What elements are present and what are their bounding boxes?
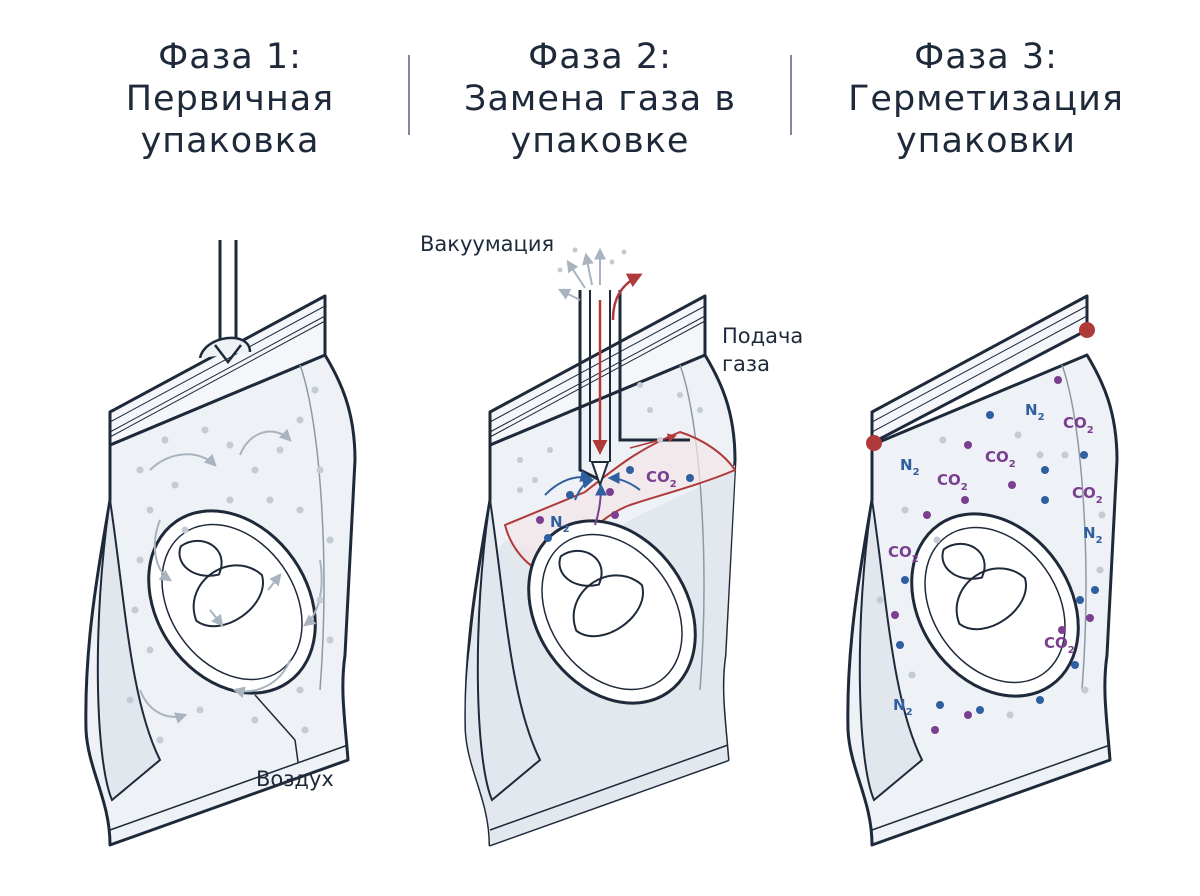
phase-3-name-line-2: упаковки [895,121,1077,161]
gas-feed-arrow-out [611,273,643,321]
phase-3-name-line-1: Герметизация [848,79,1124,119]
phase-3-title: Фаза 3: Герметизация упаковки [806,36,1166,162]
gas-feed-label-line-1: Подача [722,324,804,348]
meat-1 [147,509,317,695]
meat-3 [910,512,1080,698]
co2-label-bag3-c: CO2 [937,471,968,493]
gas-feed-label-line-2: газа [722,352,770,376]
seal-point-right [1079,322,1095,338]
vacuum-arrow-1 [566,259,586,289]
bag-phase-3: N2 CO2 CO2 CO2 N2 CO2 N2 CO2 CO2 N2 [846,294,1119,847]
phase-separator-1 [408,55,410,135]
phase-2-name-line-1: Замена газа в [464,79,736,119]
vacuum-arrow-4 [557,288,581,301]
phase-1-name-line-2: упаковка [140,121,320,161]
phase-1-name-line-1: Первичная [125,79,335,119]
co2-label-bag3-e: CO2 [888,543,919,565]
phase-separator-2 [790,55,792,135]
co2-label-bag3-a: CO2 [1063,414,1094,436]
meat-2 [527,519,697,705]
phase-2-number: Фаза 2: [528,37,672,77]
phase-2-name-line-2: упаковке [510,121,690,161]
bag-1-left-gusset [96,499,162,802]
bag-phase-1 [84,240,357,847]
gas-feed-label: Подача газа [722,322,803,378]
seal-point-left [866,435,882,451]
co2-label-bag2: CO2 [646,468,677,490]
phase-2-title: Фаза 2: Замена газа в упаковке [420,36,780,162]
n2-label-bag2: N2 [550,513,570,535]
vacuum-label: Вакуумация [420,232,555,256]
vacuum-arrow-2 [581,252,594,286]
phase-1-number: Фаза 1: [158,37,302,77]
n2-label-bag3-c: N2 [1083,524,1103,546]
bag-phase-2: N2 CO2 [464,247,737,847]
n2-label-bag3-d: N2 [893,696,913,718]
co2-label-bag3-d: CO2 [1072,484,1103,506]
air-label: Воздух [256,767,334,791]
n2-label-bag3-a: N2 [1025,401,1045,423]
n2-label-bag3-b: N2 [900,456,920,478]
phase-3-number: Фаза 3: [914,37,1058,77]
co2-label-bag3-b: CO2 [985,448,1016,470]
phase-1-title: Фаза 1: Первичная упаковка [50,36,410,162]
co2-label-bag3-f: CO2 [1044,634,1075,656]
gas-nozzle [578,290,690,489]
